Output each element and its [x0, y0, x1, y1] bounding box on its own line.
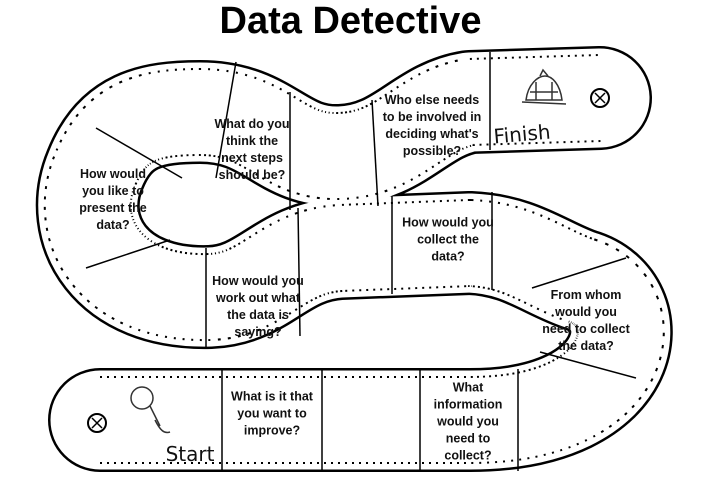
- start-target-icon: [87, 413, 107, 433]
- space-dividers: [85, 52, 637, 471]
- space-collect: How would you collect the data?: [402, 215, 494, 264]
- magnifying-glass-icon: [130, 386, 171, 434]
- space-information: What information would you need to colle…: [433, 380, 503, 463]
- detective-hat-icon: [521, 68, 567, 105]
- page-title: Data Detective: [219, 0, 482, 42]
- space-from-whom: From whom would you need to collect the …: [542, 288, 630, 353]
- space-involved: Who else needs to be involved in decidin…: [382, 93, 482, 158]
- space-improve: What is it that you want to improve?: [231, 389, 313, 438]
- space-next-steps: What do you think the next steps should …: [214, 117, 290, 182]
- space-present: How would you like to present the data?: [79, 167, 147, 232]
- start-label: Start: [165, 442, 215, 466]
- finish-label: Finish: [492, 119, 552, 149]
- space-work-out: How would you work out what the data is …: [212, 274, 304, 339]
- finish-target-icon: [590, 88, 610, 108]
